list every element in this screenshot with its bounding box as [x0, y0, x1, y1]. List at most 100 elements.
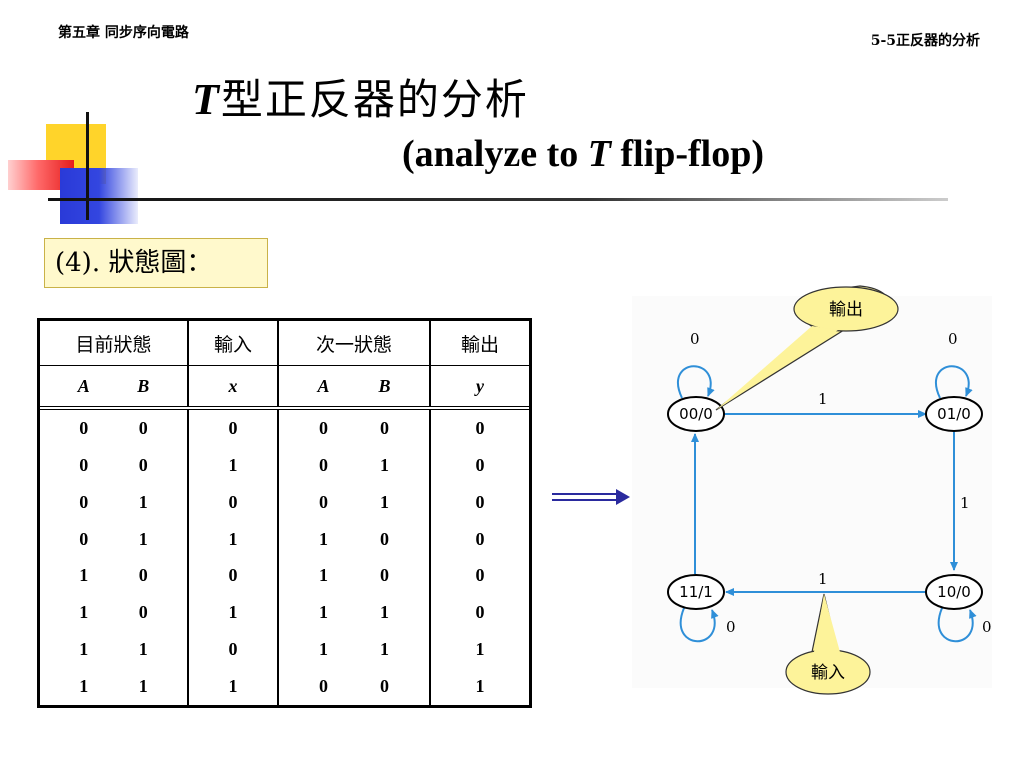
state-11-node — [667, 574, 725, 610]
loop-01 — [935, 365, 973, 399]
label-loop-11: 0 — [726, 618, 736, 636]
title-text: 型正反器的分析 — [220, 75, 529, 124]
cell-next-a: 1 — [319, 639, 328, 660]
loop-11 — [679, 607, 719, 643]
cell-a: 1 — [79, 565, 89, 586]
title-symbol: T — [192, 75, 221, 124]
cell-y: 0 — [475, 565, 485, 586]
cell-next-a: 0 — [319, 491, 328, 512]
cell-next-a: 0 — [319, 676, 328, 697]
cell-next-a: 0 — [319, 454, 328, 475]
header-present-state: 目前狀態 — [40, 321, 189, 366]
cell-a: 0 — [79, 454, 89, 475]
cell-next-b: 0 — [380, 565, 389, 586]
cell-b: 0 — [138, 454, 148, 475]
cell-next-a: 1 — [319, 602, 328, 623]
subheader-next-a: A — [317, 375, 330, 396]
section-label: (4). 狀態圖： — [44, 238, 268, 288]
cell-b: 0 — [138, 417, 148, 438]
cell-x: 1 — [188, 446, 279, 484]
implies-arrow — [552, 489, 630, 505]
label-loop-10: 0 — [982, 618, 992, 636]
state-diagram: 00/0 01/0 10/0 11/1 1 1 1 0 0 0 0 — [632, 296, 992, 688]
state-00-label: 00/0 — [679, 405, 713, 423]
cell-y: 1 — [475, 639, 485, 660]
state-10-label: 10/0 — [937, 583, 971, 601]
cell-next-b: 0 — [380, 417, 389, 438]
cell-a: 0 — [79, 491, 89, 512]
slide-title: T型正反器的分析 — [192, 66, 529, 127]
state-01-node — [925, 396, 983, 432]
subheader-y: y — [430, 365, 529, 410]
cell-x: 0 — [188, 483, 279, 521]
cell-b: 1 — [138, 676, 148, 697]
cell-next-b: 1 — [380, 639, 389, 660]
cell-a: 0 — [79, 417, 89, 438]
label-loop-01: 0 — [948, 330, 958, 348]
cell-b: 1 — [138, 528, 148, 549]
cell-next-b: 0 — [380, 528, 389, 549]
chapter-header: 第五章 同步序向電路 — [58, 25, 189, 41]
cell-next-b: 1 — [380, 454, 389, 475]
cell-y: 0 — [475, 417, 485, 438]
state-10-node — [925, 574, 983, 610]
subheader-a: A — [77, 375, 90, 396]
title-underline — [48, 198, 948, 201]
cell-y: 0 — [475, 528, 485, 549]
cell-b: 1 — [138, 639, 148, 660]
cell-y: 0 — [475, 454, 485, 475]
cell-b: 0 — [138, 565, 148, 586]
state-11-label: 11/1 — [679, 583, 713, 601]
cell-x: 1 — [188, 520, 279, 558]
state-diagram-canvas: 00/0 01/0 10/0 11/1 1 1 1 0 0 0 0 — [667, 330, 992, 643]
cell-b: 0 — [138, 602, 148, 623]
header-output: 輸出 — [430, 321, 529, 366]
state-01-label: 01/0 — [937, 405, 971, 423]
cell-a: 1 — [79, 639, 89, 660]
cell-next-a: 1 — [319, 528, 328, 549]
cell-b: 1 — [138, 491, 148, 512]
section-header: 5-5正反器的分析 — [870, 33, 980, 49]
logo-vertical-line — [86, 112, 89, 220]
label-01-to-10: 1 — [960, 494, 970, 512]
logo-blue-square — [60, 168, 138, 224]
cell-x: 1 — [188, 668, 279, 705]
header-input: 輸入 — [188, 321, 279, 366]
loop-00 — [677, 365, 715, 399]
subtitle-pre: (analyze to — [402, 133, 588, 175]
subtitle-post: flip-flop) — [610, 133, 765, 175]
cell-y: 0 — [475, 602, 485, 623]
label-10-to-11: 1 — [818, 570, 828, 588]
cell-x: 0 — [188, 631, 279, 669]
cell-next-a: 1 — [319, 565, 328, 586]
cell-next-b: 0 — [380, 676, 389, 697]
cell-next-b: 1 — [380, 491, 389, 512]
cell-x: 0 — [188, 408, 279, 447]
cell-x: 1 — [188, 594, 279, 632]
loop-10 — [937, 607, 977, 643]
header-next-state: 次一狀態 — [278, 321, 431, 366]
cell-a: 1 — [79, 602, 89, 623]
cell-next-a: 0 — [319, 417, 328, 438]
